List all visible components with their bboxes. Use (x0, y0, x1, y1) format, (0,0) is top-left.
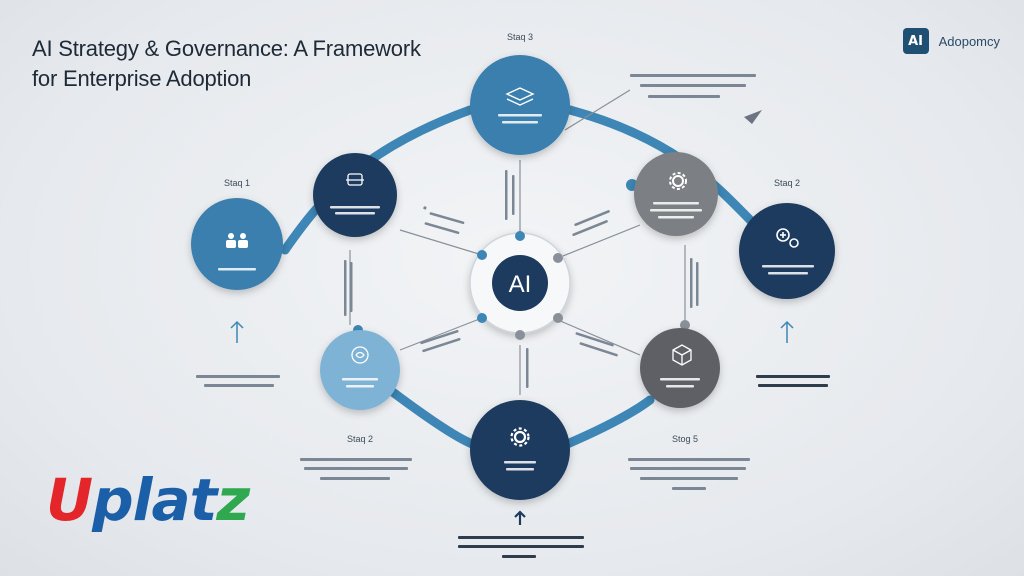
center-label: AI (509, 271, 532, 298)
team-icon (226, 233, 248, 248)
connector-lower-left (399, 317, 483, 351)
brand-badge: AI Adopomcy (902, 28, 1000, 54)
stage-labels: Staq 3 Staq 1 Staq 2 Staq 2 Stog 5 (224, 32, 800, 444)
stage-label-right: Staq 2 (774, 178, 800, 188)
connector-upper-right (557, 224, 641, 259)
node-right (739, 203, 835, 299)
title-line-1: AI Strategy & Governance: A Framework (32, 36, 421, 61)
node-text-bars (218, 114, 814, 471)
ring-arc-bottom-right (560, 395, 655, 450)
gear-icon (510, 427, 530, 447)
connector-lower-right (557, 319, 641, 356)
title-line-2: for Enterprise Adoption (32, 66, 252, 91)
node-lower-right (640, 328, 720, 408)
stage-label-top: Staq 3 (507, 32, 533, 42)
connector-upper-left (399, 229, 483, 256)
center-hub (469, 232, 571, 334)
gear-icon (669, 172, 687, 190)
node-upper-left (313, 153, 397, 237)
search-plus-icon (776, 228, 799, 248)
node-bottom (470, 400, 570, 500)
ring-arc-bottom-left (385, 385, 480, 450)
arrow-up-icon (230, 320, 244, 343)
brand-name: Adopomcy (938, 33, 1000, 49)
annotation-bottom-left (300, 458, 412, 480)
annotation-top-right (630, 74, 756, 98)
pointer-icon (744, 110, 762, 124)
annotation-bottom-right (628, 458, 750, 490)
node-left (191, 198, 283, 290)
brand-mark-icon: AI (902, 28, 929, 54)
node-lower-left (320, 330, 400, 410)
brain-icon (351, 346, 369, 364)
arrow-up-icon (780, 320, 794, 343)
connector-annotation-top (564, 89, 631, 131)
page-title: AI Strategy & Governance: A Framework fo… (32, 34, 452, 94)
stage-label-left: Staq 1 (224, 178, 250, 188)
box-icon (672, 344, 692, 366)
uplatz-logo: Uplatz (46, 466, 250, 534)
layers-icon (505, 87, 535, 106)
node-upper-right (634, 152, 718, 236)
stage-label-bottom-right: Stog 5 (672, 434, 698, 444)
arrow-up-icon (514, 510, 526, 525)
stage-label-bottom-left: Staq 2 (347, 434, 373, 444)
annotation-bottom-center (458, 536, 584, 558)
connector-annotations (344, 170, 699, 388)
annotation-left (196, 375, 280, 387)
network-icon (346, 173, 364, 186)
annotation-blocks (196, 74, 830, 558)
up-arrows (230, 320, 794, 525)
annotation-right (756, 375, 830, 387)
